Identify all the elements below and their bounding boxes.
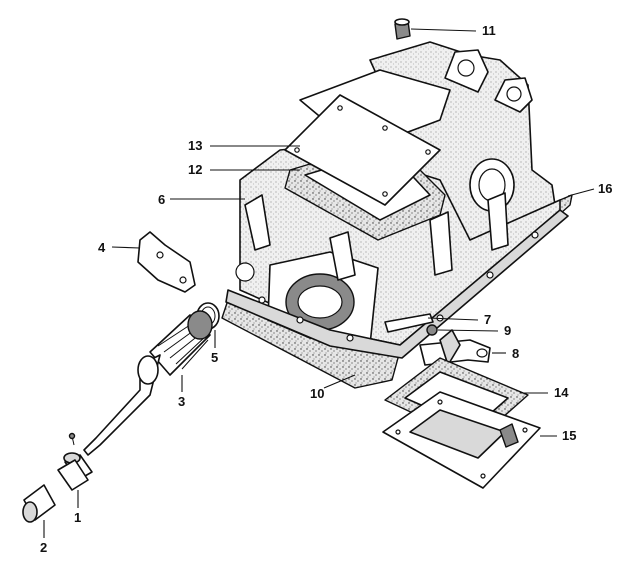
callout-15: 15: [562, 428, 576, 443]
part-8-lever: [419, 329, 491, 366]
leader-16: [567, 188, 595, 197]
part-7-shift-rod: [384, 313, 434, 333]
callout-16: 16: [598, 181, 612, 196]
part-4-bracket: [137, 231, 196, 293]
callout-12: 12: [188, 162, 202, 177]
callout-14: 14: [554, 385, 569, 400]
leader-11: [410, 28, 477, 32]
leader-9: [437, 329, 499, 332]
callout-3: 3: [178, 394, 185, 409]
callout-6: 6: [158, 192, 165, 207]
callout-7: 7: [484, 312, 491, 327]
part-1-bushing: [57, 432, 93, 491]
callout-2: 2: [40, 540, 47, 555]
part-11-plug: [394, 18, 411, 40]
leader-lines: [43, 28, 595, 538]
leader-10: [323, 374, 356, 389]
callout-5: 5: [211, 350, 218, 365]
leader-4: [111, 246, 141, 249]
part-15-bottom-cover: [382, 391, 541, 489]
callout-8: 8: [512, 346, 519, 361]
callout-9: 9: [504, 323, 511, 338]
part-3-splined-shaft: [83, 310, 213, 456]
callout-13: 13: [188, 138, 202, 153]
callout-10: 10: [310, 386, 324, 401]
part-13-top-cover: [284, 94, 441, 206]
callout-1: 1: [74, 510, 81, 525]
callout-labels: 11 13 12 6 16 4 5 3 7 9 8 10 14 15 1 2: [40, 23, 612, 555]
leader-7: [427, 317, 479, 321]
part-9-pin: [426, 324, 438, 336]
callout-11: 11: [482, 23, 496, 38]
part-2-sleeve: [22, 484, 56, 523]
callout-4: 4: [98, 240, 106, 255]
